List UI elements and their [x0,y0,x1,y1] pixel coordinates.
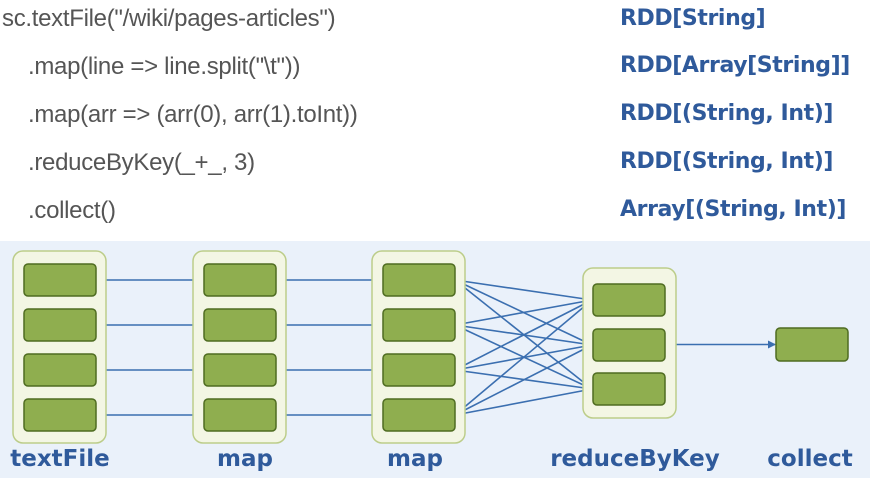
partition-collect-4-0 [775,327,849,362]
partition-map-1-3 [203,398,277,432]
stage-container-map-2 [371,250,466,444]
partition-textFile-0-0 [23,263,97,297]
stage-label-map-2: map [387,446,443,472]
partition-map-2-0 [382,263,456,297]
stage-container-textFile-0 [12,250,107,444]
partition-reduceByKey-3-2 [592,372,666,406]
stage-container-map-1 [192,250,287,444]
partition-reduceByKey-3-0 [592,283,666,317]
code-line-collect: .collect() [28,197,116,224]
partition-map-1-1 [203,308,277,342]
code-line-map-split: .map(line => line.split("\t")) [28,53,301,80]
type-label-map-split: RDD[Array[String]] [620,53,850,78]
partition-textFile-0-2 [23,353,97,387]
partition-map-1-2 [203,353,277,387]
shuffle-arrow-3-2 [454,386,593,416]
partition-map-2-1 [382,308,456,342]
code-line-map-tuple: .map(arr => (arr(0), arr(1).toInt)) [28,101,358,128]
partition-textFile-0-3 [23,398,97,432]
code-line-reducebykey: .reduceByKey(_+_, 3) [28,149,255,176]
type-label-collect: Array[(String, Int)] [620,197,846,222]
code-line-textfile: sc.textFile("/wiki/pages-articles") [2,5,336,32]
partition-map-1-0 [203,263,277,297]
partition-textFile-0-1 [23,308,97,342]
shuffle-arrow-3-1 [454,344,593,416]
type-label-map-tuple: RDD[(String, Int)] [620,101,834,126]
stage-label-reducebykey: reduceByKey [550,446,720,472]
partition-reduceByKey-3-1 [592,328,666,362]
partition-map-2-3 [382,398,456,432]
type-label-textfile: RDD[String] [620,6,766,31]
shuffle-arrow-2-0 [454,299,593,371]
shuffle-arrow-3-0 [454,299,593,416]
stage-label-collect: collect [767,446,853,472]
stage-label-textfile: textFile [10,446,110,472]
shuffle-arrow-1-0 [454,297,593,326]
shuffle-arrow-0-0 [454,279,593,303]
partition-map-2-2 [382,353,456,387]
type-label-reducebykey: RDD[(String, Int)] [620,149,834,174]
stage-label-map-1: map [217,446,273,472]
